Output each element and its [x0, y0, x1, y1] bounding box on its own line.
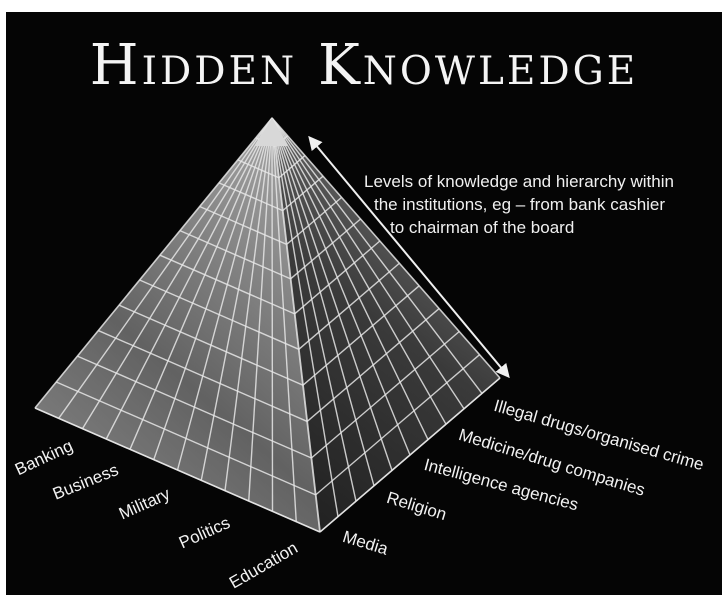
annotation-line: the institutions, eg – from bank cashier [374, 193, 710, 216]
annotation-line: to chairman of the board [390, 216, 710, 239]
hierarchy-annotation: Levels of knowledge and hierarchy within… [350, 170, 710, 239]
page-title: Hidden Knowledge [0, 36, 728, 96]
grid-line [272, 118, 273, 511]
annotation-line: Levels of knowledge and hierarchy within [364, 170, 710, 193]
